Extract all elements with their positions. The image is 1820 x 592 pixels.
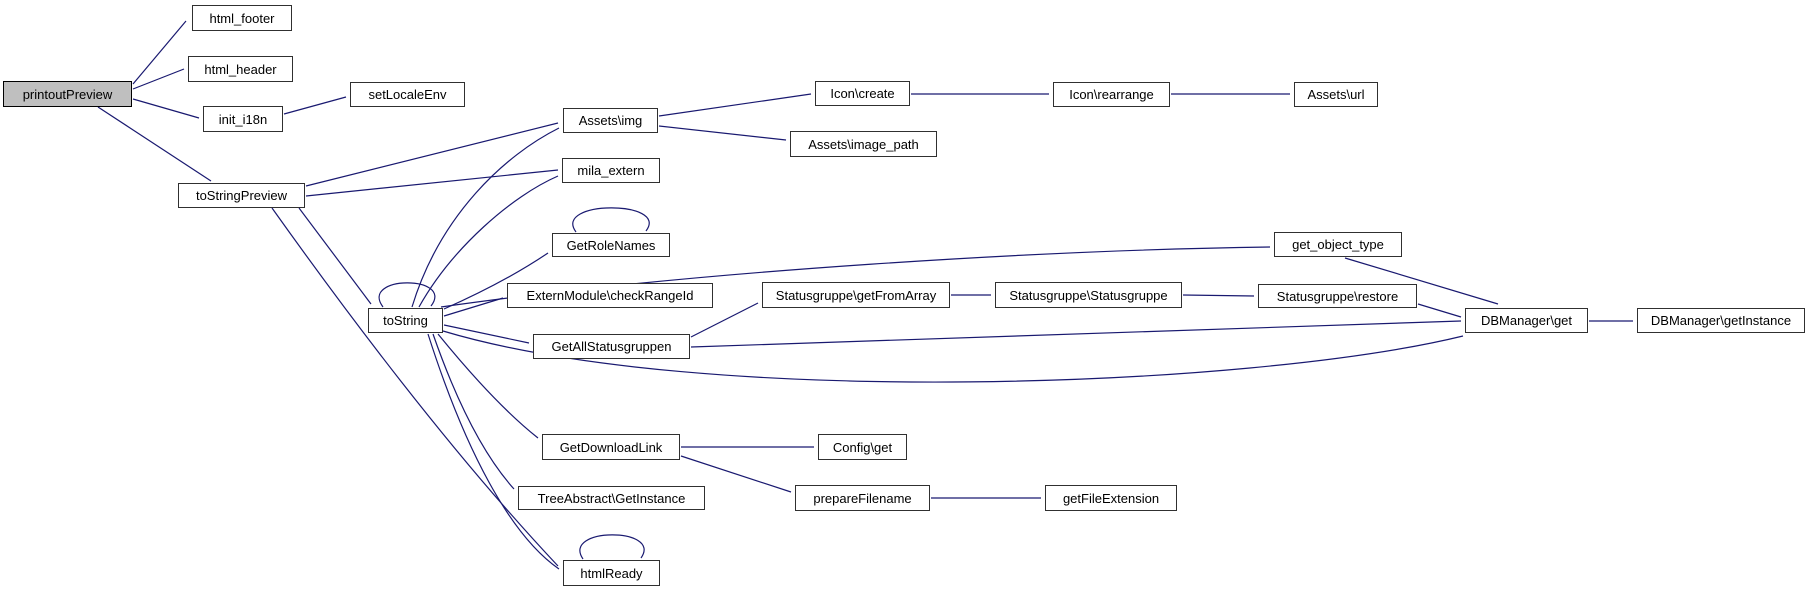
- graph-node-toString[interactable]: toString: [368, 308, 443, 333]
- graph-node-statusgruppe_restore[interactable]: Statusgruppe\restore: [1258, 284, 1417, 308]
- edge-assets_img-to-assets_image_path: [658, 125, 787, 141]
- edge-toString-to-GetAllStatusgruppen: [443, 324, 530, 344]
- graph-node-config_get[interactable]: Config\get: [818, 434, 907, 460]
- edge-printoutPreview-to-init_i18n: [132, 98, 200, 119]
- edge-GetRoleNames-to-GetRoleNames: [572, 207, 650, 233]
- edge-toStringPreview-to-assets_img: [305, 122, 559, 187]
- graph-node-checkRangeId[interactable]: ExternModule\checkRangeId: [507, 283, 713, 308]
- edge-statusgruppe_restore-to-dbmanager_get: [1417, 303, 1462, 318]
- graph-node-toStringPreview[interactable]: toStringPreview: [178, 183, 305, 208]
- edge-GetAllStatusgruppen-to-dbmanager_get: [690, 320, 1462, 348]
- edge-toString-to-toString: [378, 282, 436, 308]
- graph-node-assets_image_path[interactable]: Assets\image_path: [790, 131, 937, 157]
- graph-node-assets_img[interactable]: Assets\img: [563, 108, 658, 133]
- edge-toString-to-GetRoleNames: [443, 252, 549, 310]
- edge-toString-to-assets_img: [411, 127, 560, 308]
- edge-printoutPreview-to-html_header: [132, 68, 185, 90]
- edge-statusgruppe_ctor-to-statusgruppe_restore: [1182, 294, 1255, 297]
- edge-toStringPreview-to-toString: [298, 207, 372, 305]
- edge-toString-to-checkRangeId: [443, 297, 504, 317]
- graph-node-getFileExtension[interactable]: getFileExtension: [1045, 485, 1177, 511]
- edge-toStringPreview-to-htmlReady: [271, 207, 559, 567]
- edge-GetAllStatusgruppen-to-getFromArray: [690, 302, 759, 338]
- graph-node-html_header[interactable]: html_header: [188, 56, 293, 82]
- graph-node-printoutPreview: printoutPreview: [3, 81, 132, 107]
- edge-GetDownloadLink-to-prepareFilename: [680, 455, 792, 493]
- edge-get_object_type-to-dbmanager_get: [1344, 257, 1499, 305]
- edge-printoutPreview-to-toStringPreview: [97, 106, 212, 182]
- edge-toStringPreview-to-mila_extern: [305, 169, 559, 197]
- edge-assets_img-to-icon_create: [658, 93, 812, 117]
- graph-node-setLocaleEnv[interactable]: setLocaleEnv: [350, 82, 465, 107]
- graph-node-dbmanager_getinstance[interactable]: DBManager\getInstance: [1637, 308, 1805, 333]
- graph-node-icon_rearrange[interactable]: Icon\rearrange: [1053, 82, 1170, 107]
- graph-node-getFromArray[interactable]: Statusgruppe\getFromArray: [762, 282, 950, 308]
- graph-node-mila_extern[interactable]: mila_extern: [562, 158, 660, 183]
- edge-htmlReady-to-htmlReady: [579, 534, 645, 560]
- graph-node-GetAllStatusgruppen[interactable]: GetAllStatusgruppen: [533, 334, 690, 359]
- edge-toString-to-tree_getinstance: [432, 333, 515, 490]
- graph-node-assets_url[interactable]: Assets\url: [1294, 82, 1378, 107]
- graph-node-html_footer[interactable]: html_footer: [192, 5, 292, 31]
- edge-toString-to-mila_extern: [418, 175, 559, 308]
- graph-node-prepareFilename[interactable]: prepareFilename: [795, 485, 930, 511]
- graph-node-init_i18n[interactable]: init_i18n: [203, 106, 283, 132]
- edge-toString-to-GetDownloadLink: [437, 333, 539, 439]
- edge-init_i18n-to-setLocaleEnv: [283, 96, 347, 115]
- graph-node-dbmanager_get[interactable]: DBManager\get: [1465, 308, 1588, 333]
- edge-printoutPreview-to-html_footer: [132, 20, 187, 85]
- graph-node-htmlReady[interactable]: htmlReady: [563, 560, 660, 586]
- graph-node-tree_getinstance[interactable]: TreeAbstract\GetInstance: [518, 486, 705, 510]
- graph-node-GetRoleNames[interactable]: GetRoleNames: [552, 233, 670, 257]
- edge-toString-to-htmlReady: [427, 333, 560, 570]
- graph-node-icon_create[interactable]: Icon\create: [815, 81, 910, 106]
- graph-node-statusgruppe_ctor[interactable]: Statusgruppe\Statusgruppe: [995, 282, 1182, 308]
- graph-node-get_object_type[interactable]: get_object_type: [1274, 232, 1402, 257]
- graph-node-GetDownloadLink[interactable]: GetDownloadLink: [542, 434, 680, 460]
